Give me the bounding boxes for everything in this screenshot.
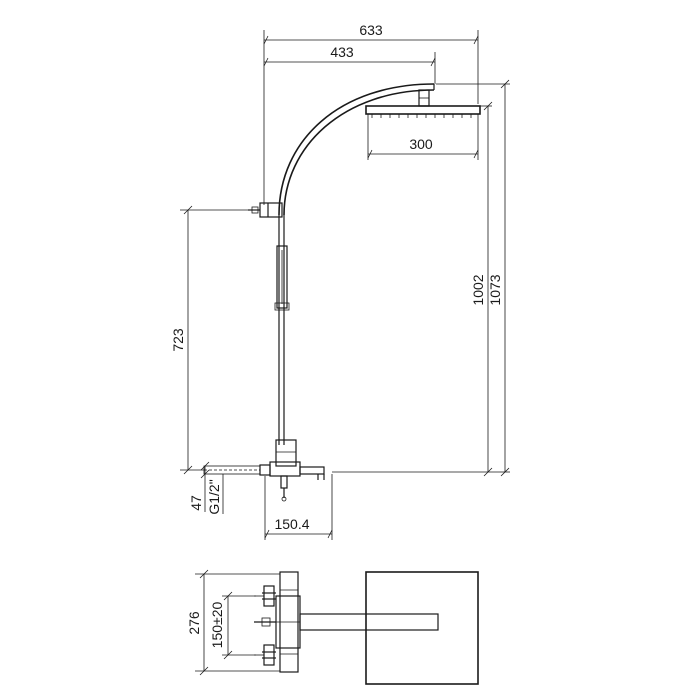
dimension-head-width-label: 300 [409,136,433,152]
dimension-plan-depth: 276 [186,569,280,676]
dimension-spout-projection: 150.4 [264,474,333,540]
wall-bracket [248,202,283,218]
dimension-head-width: 300 [367,114,479,160]
plan-shower-arm [299,613,439,631]
dimension-rail-height: 723 [170,205,250,475]
elevation-view: 633 433 300 723 [170,22,510,540]
dimension-spout-height-label: 47 [188,495,204,511]
dimension-rail-height-label: 723 [170,328,186,352]
dimension-inlet-centres: 150±20 [209,591,256,660]
shower-head [365,89,481,118]
plan-shower-head [365,571,479,685]
dimension-inlet-thread-label: G1/2" [206,479,222,514]
riser-pipe [278,215,285,445]
hand-shower-holder [274,245,290,311]
shower-head-nozzles [371,114,472,118]
dimension-overall-width-label: 633 [359,22,383,38]
dimension-spout-projection-label: 150.4 [274,516,309,532]
dimension-spout-height: 47 [188,461,210,512]
dimension-arm-reach: 433 [263,44,436,84]
dimension-overall-width: 633 [263,22,479,205]
dimension-head-height-label: 1002 [470,274,486,305]
plan-view: 276 150±20 [186,569,479,685]
plan-center-handle [254,617,276,627]
dimension-plan-depth-label: 276 [186,611,202,635]
plan-inlet-top [254,585,276,607]
thermostatic-mixer [203,439,325,502]
dimension-inlet-thread: G1/2" [206,474,224,515]
dimension-overall-height: 1073 [436,79,510,477]
dimension-arm-reach-label: 433 [330,44,354,60]
dimension-inlet-centres-label: 150±20 [209,601,225,648]
dimension-head-height: 1002 [332,101,500,477]
plan-inlet-bottom [254,644,276,666]
shower-arm [278,83,435,216]
dimension-overall-height-label: 1073 [487,274,503,305]
